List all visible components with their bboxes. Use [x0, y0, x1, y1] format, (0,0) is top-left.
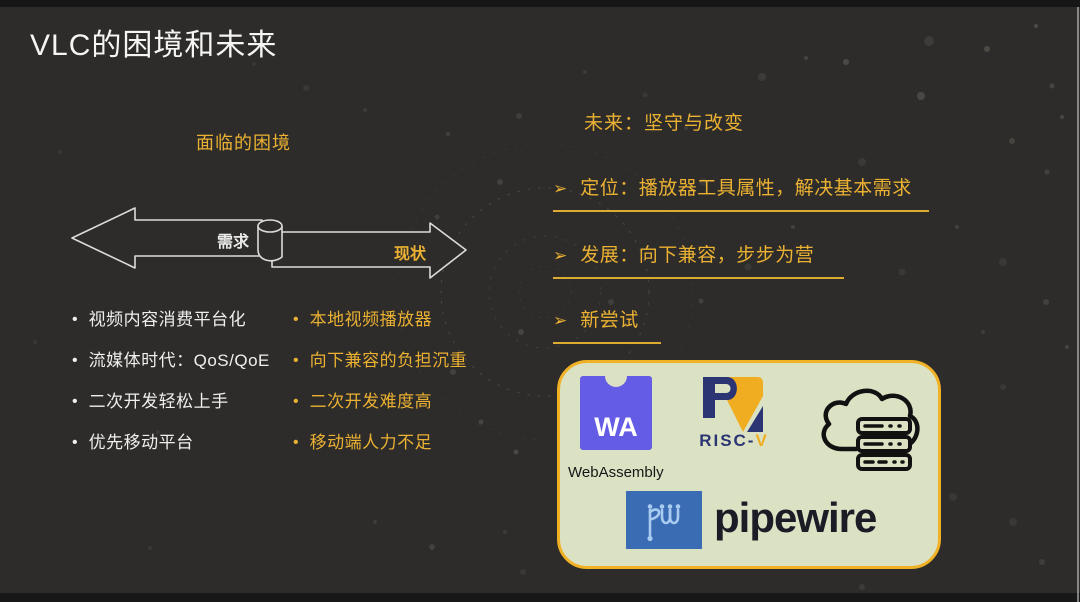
list-item: • 流媒体时代：QoS/QoE: [72, 349, 302, 373]
dilemma-heading: 面临的困境: [196, 133, 291, 153]
risc-v-logo: [703, 377, 763, 432]
future-point-positioning: ➢ 定位：播放器工具属性，解决基本需求: [553, 177, 929, 212]
bullet-dot-icon: •: [293, 434, 299, 451]
arrowhead-bullet-icon: ➢: [553, 179, 568, 198]
list-item-text: 向下兼容的负担沉重: [309, 351, 468, 370]
pipewire-label: pipewire: [714, 494, 877, 541]
list-item: • 向下兼容的负担沉重: [293, 349, 513, 373]
list-item: • 本地视频播放器: [293, 308, 513, 332]
bullet-dot-icon: •: [293, 393, 299, 410]
double-arrow-ribbon-icon: [71, 207, 467, 279]
bottom-letterbox-bar: [0, 593, 1080, 602]
bullet-dot-icon: •: [72, 434, 78, 451]
bullet-dot-icon: •: [293, 311, 299, 328]
pipewire-glyph-icon: [647, 504, 681, 542]
demand-status-arrow-diagram: 需求 现状: [60, 195, 480, 290]
list-item-text: 本地视频播放器: [309, 310, 433, 329]
status-list: • 本地视频播放器 • 向下兼容的负担沉重 • 二次开发难度高 • 移动端人力不…: [293, 308, 513, 472]
top-letterbox-bar: [0, 0, 1080, 7]
list-item-text: 二次开发难度高: [309, 392, 433, 411]
demand-list: • 视频内容消费平台化 • 流媒体时代：QoS/QoE • 二次开发轻松上手 •…: [72, 308, 302, 472]
risc-v-label-prefix: RISC-: [699, 431, 756, 450]
future-point-development: ➢ 发展：向下兼容，步步为营: [553, 244, 844, 279]
risc-v-label-suffix: V: [755, 431, 769, 450]
list-item-text: 优先移动平台: [88, 433, 194, 452]
list-item-text: 视频内容消费平台化: [88, 310, 247, 329]
bullet-dot-icon: •: [293, 352, 299, 369]
bullet-dot-icon: •: [72, 352, 78, 369]
point-text: 新尝试: [580, 310, 639, 331]
risc-v-label: RISC-V: [682, 431, 786, 451]
cloud-server-icon: [821, 388, 920, 471]
list-item-text: 流媒体时代：QoS/QoE: [88, 351, 270, 370]
point-text: 发展：向下兼容，步步为营: [580, 245, 815, 266]
point-text: 定位：播放器工具属性，解决基本需求: [580, 178, 912, 199]
arrow-status-label: 现状: [393, 246, 426, 263]
webassembly-logo: WA: [580, 365, 652, 450]
arrowhead-bullet-icon: ➢: [553, 246, 568, 265]
list-item: • 视频内容消费平台化: [72, 308, 302, 332]
webassembly-badge-text: WA: [594, 412, 638, 442]
window-right-edge: [1077, 7, 1079, 602]
new-attempts-logo-box: WA WebAssembly RISC-V: [557, 360, 941, 569]
list-item: • 移动端人力不足: [293, 431, 513, 455]
webassembly-label: WebAssembly: [568, 464, 664, 481]
page-title: VLC的困境和未来: [30, 29, 278, 62]
list-item: • 二次开发难度高: [293, 390, 513, 414]
bullet-dot-icon: •: [72, 311, 78, 328]
list-item: • 二次开发轻松上手: [72, 390, 302, 414]
list-item-text: 二次开发轻松上手: [88, 392, 229, 411]
arrow-demand-label: 需求: [216, 234, 249, 251]
list-item-text: 移动端人力不足: [309, 433, 433, 452]
arrowhead-bullet-icon: ➢: [553, 311, 568, 330]
list-item: • 优先移动平台: [72, 431, 302, 455]
future-heading: 未来：坚守与改变: [584, 113, 745, 134]
future-point-new-attempts: ➢ 新尝试: [553, 309, 661, 344]
pipewire-logo: [626, 491, 702, 549]
bullet-dot-icon: •: [72, 393, 78, 410]
